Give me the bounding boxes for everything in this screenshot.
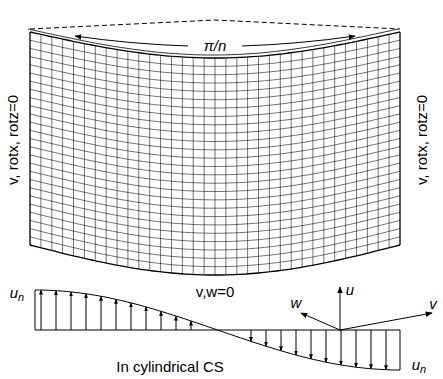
boundary-condition: v,w=0 (195, 284, 236, 299)
boundary-condition: v, rotx, rotz=0 (5, 94, 20, 186)
boundary-condition: v, rotx, rotz=0 (414, 94, 429, 186)
caption-note: In cylindrical CS (115, 359, 225, 374)
axis-label: u (345, 282, 355, 297)
angle-label: π/n (203, 38, 228, 53)
axis-label: v (428, 296, 438, 311)
displacement-label: un (411, 357, 427, 375)
axis-label: w (290, 295, 303, 310)
displacement-label: un (9, 285, 25, 303)
sector-boundary (30, 20, 400, 29)
angle-arrow (242, 36, 355, 46)
angle-arrow (75, 36, 188, 46)
axes (301, 287, 432, 330)
mesh-grid (28, 29, 400, 275)
